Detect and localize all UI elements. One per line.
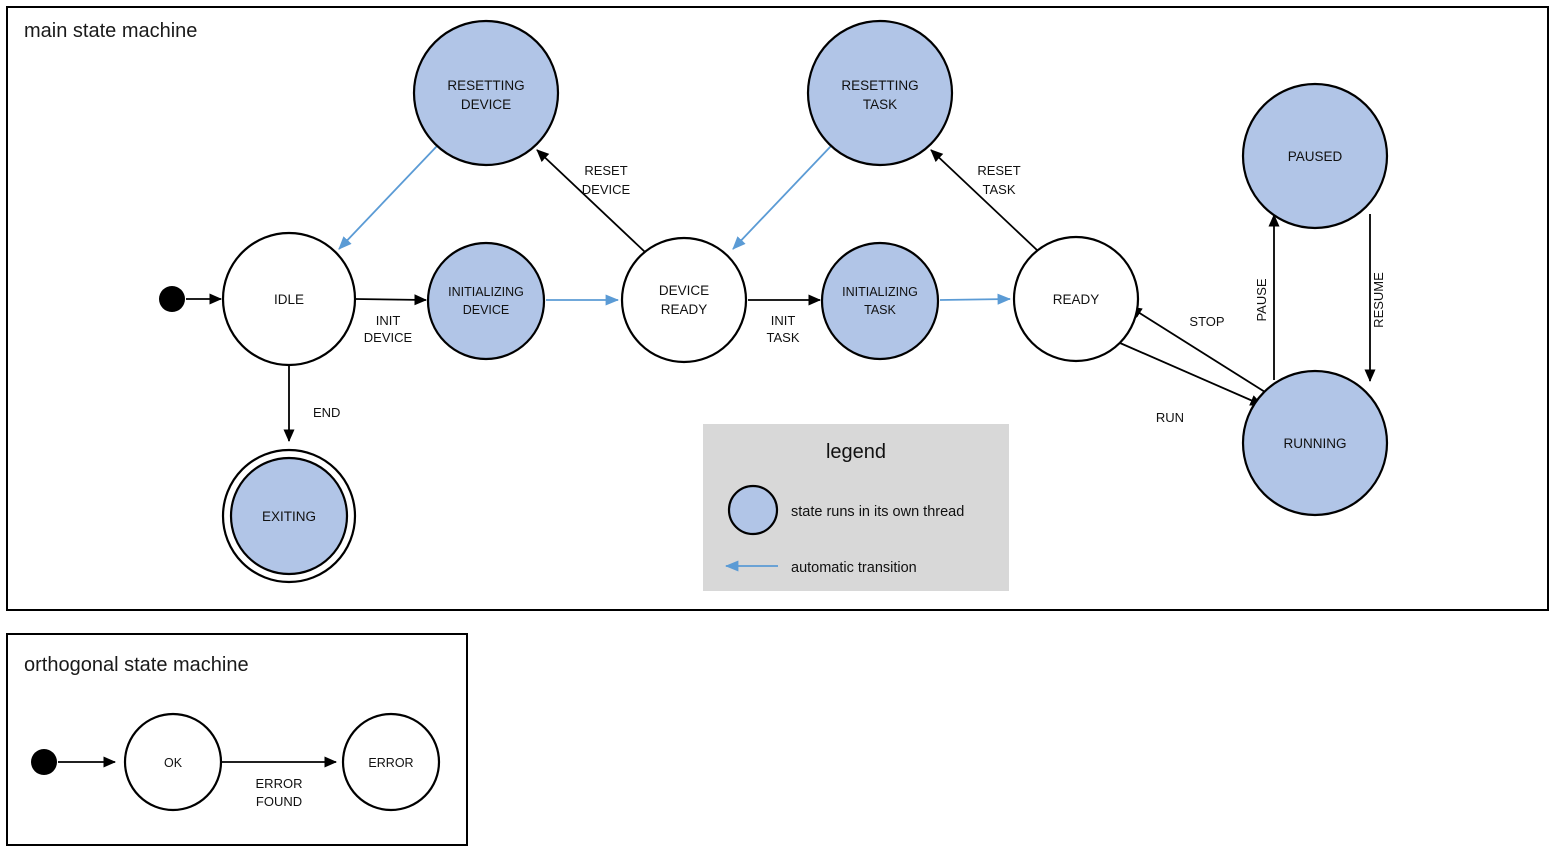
transition-label-reset-task-2: TASK	[983, 182, 1016, 197]
transition-label-resume: RESUME	[1371, 272, 1386, 328]
transition-label-run: RUN	[1156, 410, 1184, 425]
state-ok[interactable]	[123, 712, 223, 812]
main-state-machine-frame	[6, 6, 1549, 611]
orthogonal-frame-title: orthogonal state machine	[24, 654, 249, 676]
main-frame-title: main state machine	[24, 20, 197, 42]
transition-label-init-device-2: DEVICE	[364, 330, 413, 345]
legend-item-label-thread: state runs in its own thread	[791, 504, 964, 520]
transition-label-init-task-1: INIT	[771, 313, 796, 328]
transition-ready-running	[1119, 342, 1263, 406]
state-paused[interactable]	[1241, 82, 1389, 230]
transition-device-ready-resetting-device	[536, 149, 646, 253]
legend-title: legend	[826, 441, 886, 463]
transition-label-init-device-1: INIT	[376, 313, 401, 328]
state-running[interactable]	[1241, 369, 1389, 517]
transition-label-reset-task-1: RESET	[977, 163, 1020, 178]
transition-initializing-task-ready	[939, 293, 1012, 305]
state-ready[interactable]	[1012, 235, 1140, 363]
initial-state-marker-orthogonal	[31, 749, 57, 775]
state-label-device-ready-2: READY	[661, 302, 708, 317]
state-label-initializing-task-2: TASK	[864, 303, 896, 317]
transition-resetting-task-device-ready	[732, 145, 832, 250]
transition-ready-resetting-task	[930, 149, 1039, 252]
transition-resetting-device-idle	[338, 145, 438, 250]
transition-label-reset-device-1: RESET	[584, 163, 627, 178]
transition-label-init-task-2: TASK	[767, 330, 800, 345]
transition-label-stop: STOP	[1189, 314, 1224, 329]
final-state-outer-ring-exiting	[221, 448, 357, 584]
state-label-ready: READY	[1053, 292, 1100, 307]
transition-label-error-found-2: FOUND	[256, 794, 302, 809]
state-label-initializing-device-2: DEVICE	[463, 303, 510, 317]
state-label-resetting-task-2: TASK	[863, 97, 897, 112]
state-initializing-task[interactable]	[820, 241, 940, 361]
state-label-device-ready-1: DEVICE	[659, 283, 709, 298]
state-resetting-task[interactable]	[806, 19, 954, 167]
state-label-error: ERROR	[368, 756, 413, 770]
state-label-resetting-device-2: DEVICE	[461, 97, 511, 112]
transition-label-pause: PAUSE	[1254, 278, 1269, 321]
state-label-paused: PAUSED	[1288, 149, 1343, 164]
state-initializing-device[interactable]	[426, 241, 546, 361]
state-resetting-device[interactable]	[412, 19, 560, 167]
transition-label-error-found-1: ERROR	[256, 776, 303, 791]
state-exiting[interactable]	[229, 456, 349, 576]
legend-item-label-auto: automatic transition	[791, 560, 917, 576]
state-error[interactable]	[341, 712, 441, 812]
legend-thread-state-swatch-icon	[727, 484, 779, 536]
state-label-exiting: EXITING	[262, 509, 316, 524]
state-label-ok: OK	[164, 756, 183, 770]
transition-idle-initializing-device	[354, 294, 428, 306]
transition-running-ready	[1129, 306, 1266, 393]
orthogonal-state-machine-frame	[6, 633, 468, 846]
state-label-resetting-device-1: RESETTING	[447, 78, 524, 93]
state-label-resetting-task-1: RESETTING	[841, 78, 918, 93]
state-label-idle: IDLE	[274, 292, 304, 307]
state-idle[interactable]	[221, 231, 357, 367]
state-label-running: RUNNING	[1284, 436, 1347, 451]
transition-label-reset-device-2: DEVICE	[582, 182, 631, 197]
state-label-initializing-task-1: INITIALIZING	[842, 285, 918, 299]
state-device-ready[interactable]	[620, 236, 748, 364]
transition-label-end: END	[313, 405, 340, 420]
initial-state-marker-main	[159, 286, 185, 312]
state-label-initializing-device-1: INITIALIZING	[448, 285, 524, 299]
